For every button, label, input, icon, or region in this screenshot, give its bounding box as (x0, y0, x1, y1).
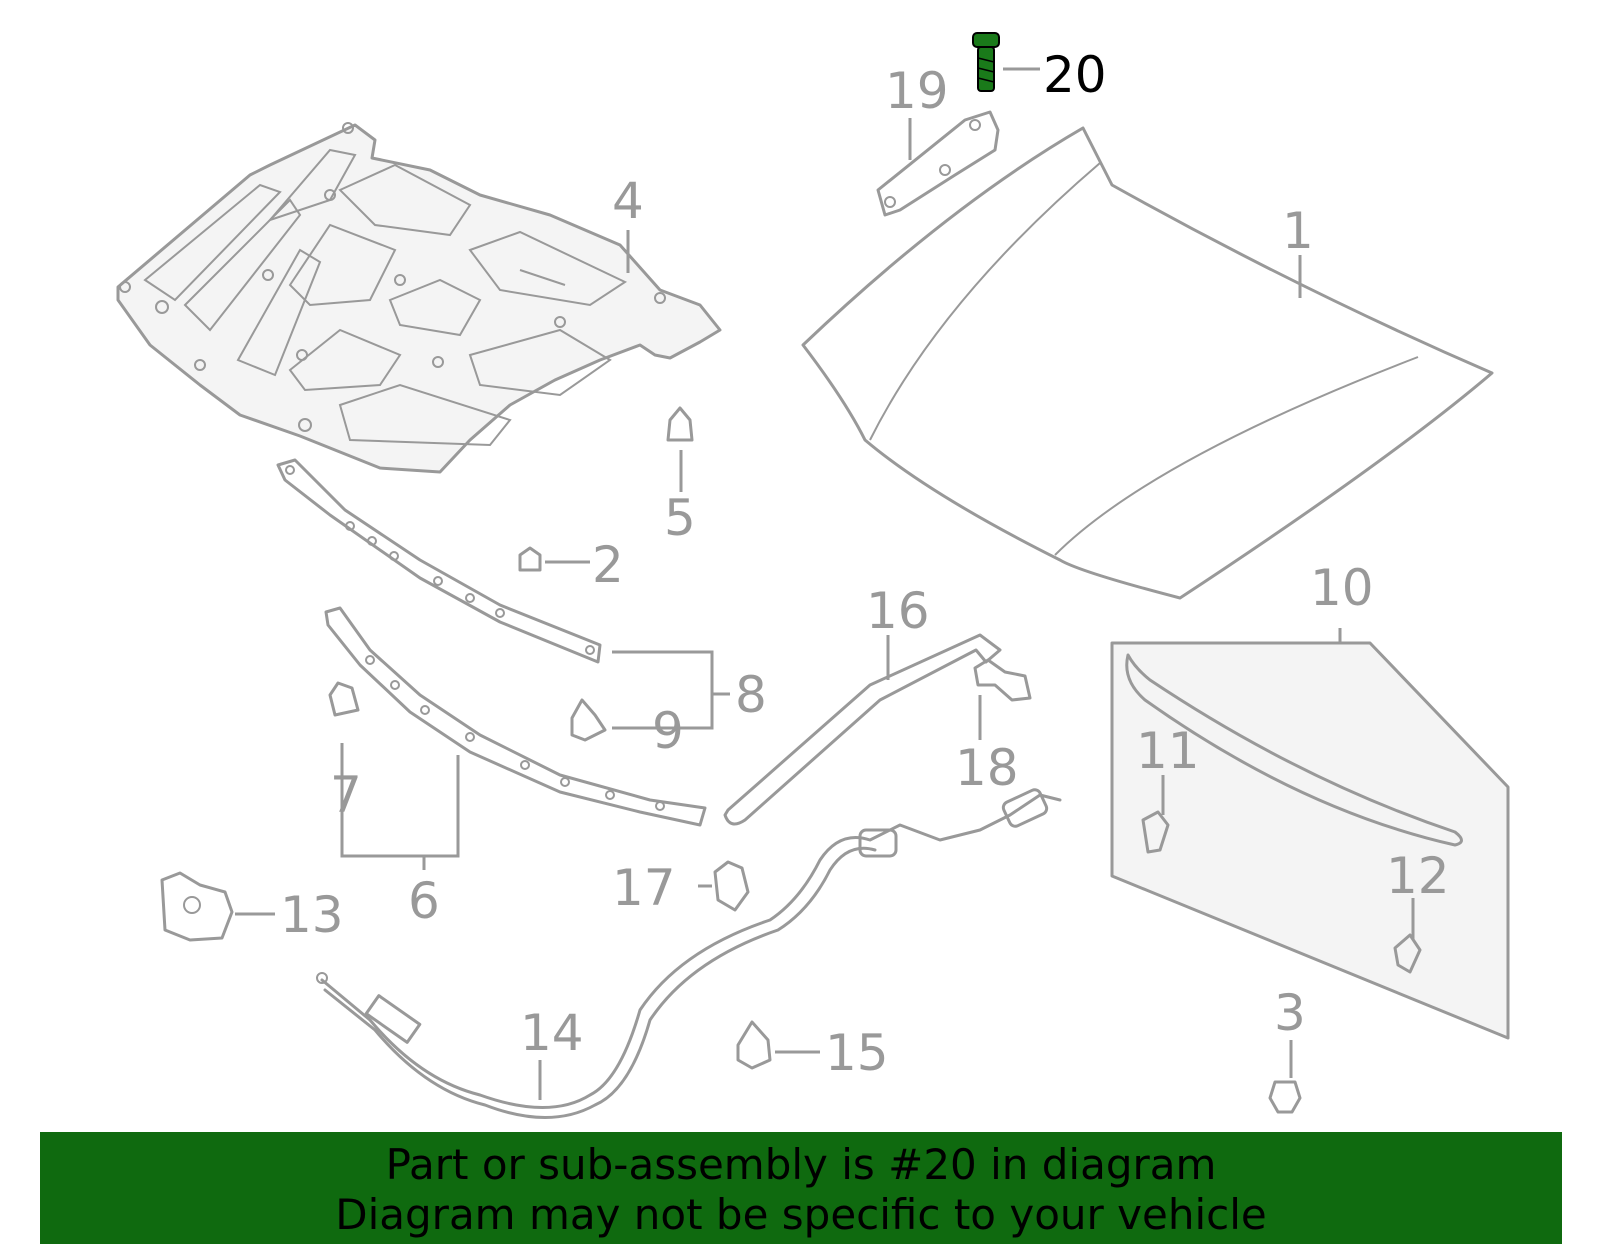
part-11-clip[interactable] (1141, 810, 1170, 854)
callout-14: 14 (520, 1004, 584, 1062)
part-8-upper-seal[interactable] (276, 458, 602, 664)
part-14-cable[interactable] (316, 788, 1062, 1119)
part-19-hinge[interactable] (876, 110, 1000, 217)
part-2-clip[interactable] (518, 546, 542, 572)
callout-7: 7 (330, 766, 362, 824)
callout-11: 11 (1136, 722, 1200, 780)
part-17-clip[interactable] (713, 860, 750, 912)
callout-15: 15 (825, 1024, 889, 1082)
callout-16: 16 (866, 582, 930, 640)
callout-1: 1 (1282, 202, 1314, 260)
callout-5: 5 (664, 489, 696, 547)
callout-10: 10 (1310, 559, 1374, 617)
callout-9: 9 (652, 702, 684, 760)
part-10-panel[interactable] (1110, 641, 1510, 1040)
part-9-clip[interactable] (570, 698, 607, 742)
part-16-prop-rod[interactable] (723, 633, 1002, 826)
part-4-insulator[interactable] (116, 122, 722, 474)
callout-4: 4 (612, 172, 644, 230)
callout-18: 18 (955, 739, 1019, 797)
part-6-lower-seal[interactable] (324, 606, 707, 827)
callout-20: 20 (1043, 46, 1107, 104)
part-3-grommet[interactable] (1268, 1080, 1302, 1114)
callout-6: 6 (408, 872, 440, 930)
part-18-bracket[interactable] (973, 658, 1032, 702)
part-13-latch[interactable] (160, 871, 234, 942)
part-20-bolt[interactable] (972, 32, 1000, 92)
part-1-hood[interactable] (801, 126, 1494, 600)
notice-banner: Part or sub-assembly is #20 in diagram D… (40, 1132, 1562, 1244)
part-5-clip[interactable] (666, 406, 694, 442)
callout-12: 12 (1386, 847, 1450, 905)
part-12-clip[interactable] (1393, 933, 1422, 974)
leader-lines (235, 67, 1415, 1100)
part-15-bumper[interactable] (736, 1020, 772, 1070)
callout-2: 2 (592, 536, 624, 594)
callout-8: 8 (735, 666, 767, 724)
callout-19: 19 (885, 62, 949, 120)
callout-17: 17 (612, 859, 676, 917)
callout-13: 13 (280, 886, 344, 944)
banner-line-1: Part or sub-assembly is #20 in diagram (385, 1140, 1217, 1189)
part-7-clip[interactable] (328, 681, 360, 717)
banner-line-2: Diagram may not be specific to your vehi… (335, 1190, 1267, 1239)
callout-3: 3 (1274, 984, 1306, 1042)
